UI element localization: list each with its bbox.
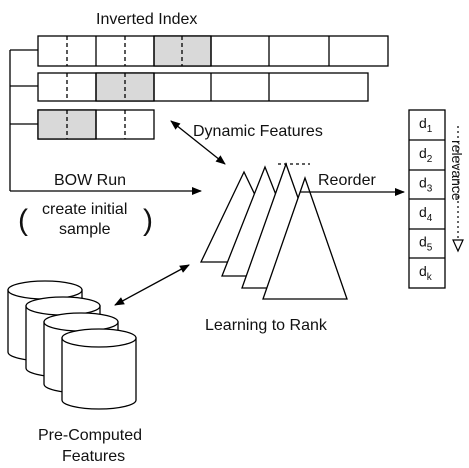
ranked-doc-3: d3 <box>419 175 433 195</box>
paren-open: ( <box>18 204 28 237</box>
ranked-doc-labels: d1 d2 d3 d4 d5 dk <box>419 115 433 283</box>
relevance-arrowhead <box>452 239 464 253</box>
feature-cylinder-4 <box>61 328 137 410</box>
index-bracket <box>9 49 38 191</box>
ranked-doc-5: d5 <box>419 234 433 254</box>
posting-list-3 <box>37 109 155 140</box>
ranked-list <box>408 109 446 289</box>
ranked-doc-4: d4 <box>419 204 433 224</box>
pre-computed-label: Pre-Computed <box>38 427 142 444</box>
pre-computed-features-store <box>7 280 137 410</box>
bow-run-label: BOW Run <box>54 172 126 189</box>
features-label: Features <box>62 448 125 465</box>
pre-computed-arrow <box>114 264 190 306</box>
ranker-ensemble <box>199 162 348 300</box>
create-initial-label: create initial <box>42 201 127 218</box>
dynamic-features-arrow <box>170 120 226 165</box>
ranked-doc-2: d2 <box>419 145 433 165</box>
ranked-doc-k: dk <box>419 263 433 283</box>
ranker-triangle-4 <box>262 176 348 300</box>
ranked-doc-1: d1 <box>419 115 433 135</box>
posting-list-2 <box>37 72 369 102</box>
reorder-label: Reorder <box>318 172 376 189</box>
inverted-index-title: Inverted Index <box>96 11 197 28</box>
paren-close: ) <box>143 204 153 237</box>
learning-to-rank-label: Learning to Rank <box>205 317 328 334</box>
sample-label: sample <box>59 221 111 238</box>
relevance-label: relevance <box>449 140 465 201</box>
dynamic-features-label: Dynamic Features <box>193 123 323 140</box>
posting-list-1 <box>37 35 389 67</box>
